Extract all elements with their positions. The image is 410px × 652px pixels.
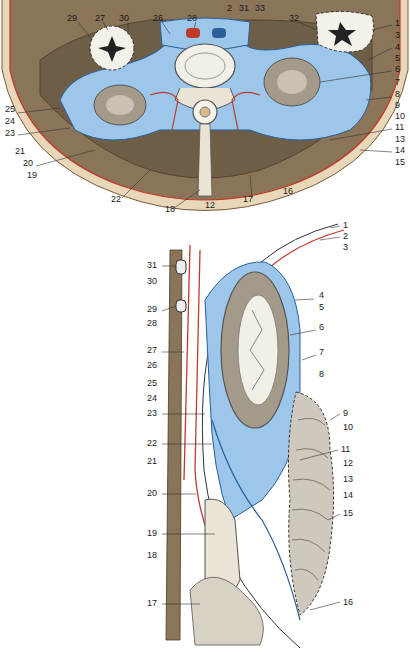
callout-number: 3 — [394, 30, 401, 40]
callout-number: 23 — [146, 408, 158, 418]
callout-number: 23 — [4, 128, 16, 138]
callout-number: 8 — [394, 89, 401, 99]
callout-number: 22 — [146, 438, 158, 448]
callout-number: 28 — [146, 318, 158, 328]
callout-number: 26 — [152, 13, 164, 23]
callout-number: 14 — [394, 145, 406, 155]
callout-number: 33 — [254, 3, 266, 13]
callout-number: 15 — [394, 157, 406, 167]
callout-number: 31 — [146, 260, 158, 270]
callout-number: 7 — [318, 347, 325, 357]
callout-number: 24 — [146, 393, 158, 403]
callout-number: 18 — [164, 204, 176, 214]
callout-number: 9 — [342, 408, 349, 418]
callout-number: 4 — [394, 42, 401, 52]
callout-number: 14 — [342, 490, 354, 500]
callout-number: 1 — [394, 18, 401, 28]
callout-number: 19 — [146, 528, 158, 538]
callout-number: 20 — [146, 488, 158, 498]
callout-number: 10 — [394, 111, 406, 121]
callout-number: 20 — [22, 158, 34, 168]
callout-number: 8 — [318, 369, 325, 379]
callout-number: 9 — [394, 100, 401, 110]
callout-number: 27 — [94, 13, 106, 23]
callout-number: 5 — [318, 302, 325, 312]
callout-number: 22 — [110, 194, 122, 204]
callout-number: 5 — [394, 53, 401, 63]
callout-number: 30 — [146, 276, 158, 286]
callout-number: 3 — [342, 242, 349, 252]
callout-number: 21 — [146, 456, 158, 466]
callout-number: 11 — [340, 444, 351, 454]
callout-number: 6 — [394, 64, 401, 74]
callout-number: 19 — [26, 170, 38, 180]
callout-number: 31 — [238, 3, 250, 13]
callout-number: 32 — [288, 13, 300, 23]
callout-number: 2 — [342, 231, 349, 241]
callout-number: 30 — [118, 13, 130, 23]
callout-number: 16 — [282, 186, 294, 196]
callout-number: 4 — [318, 290, 325, 300]
callout-number: 15 — [342, 508, 354, 518]
callout-number: 24 — [4, 116, 16, 126]
callout-number: 25 — [4, 104, 16, 114]
callout-number: 12 — [204, 200, 216, 210]
callout-number: 17 — [146, 598, 158, 608]
callout-number: 1 — [342, 220, 349, 230]
callout-number: 2 — [226, 3, 233, 13]
callout-number: 16 — [342, 597, 354, 607]
callout-number: 6 — [318, 322, 325, 332]
callout-number: 12 — [342, 458, 354, 468]
callout-number: 18 — [146, 550, 158, 560]
callout-number: 21 — [14, 146, 26, 156]
callout-number: 27 — [146, 345, 158, 355]
callout-number: 11 — [394, 122, 405, 132]
callout-number: 10 — [342, 422, 354, 432]
callout-number: 25 — [146, 378, 158, 388]
callout-number: 28 — [186, 13, 198, 23]
callout-number: 17 — [242, 194, 254, 204]
callout-number: 13 — [394, 134, 406, 144]
callout-number: 29 — [146, 304, 158, 314]
callout-number: 13 — [342, 474, 354, 484]
callout-number: 29 — [66, 13, 78, 23]
callout-number: 26 — [146, 360, 158, 370]
callout-number: 7 — [394, 77, 401, 87]
